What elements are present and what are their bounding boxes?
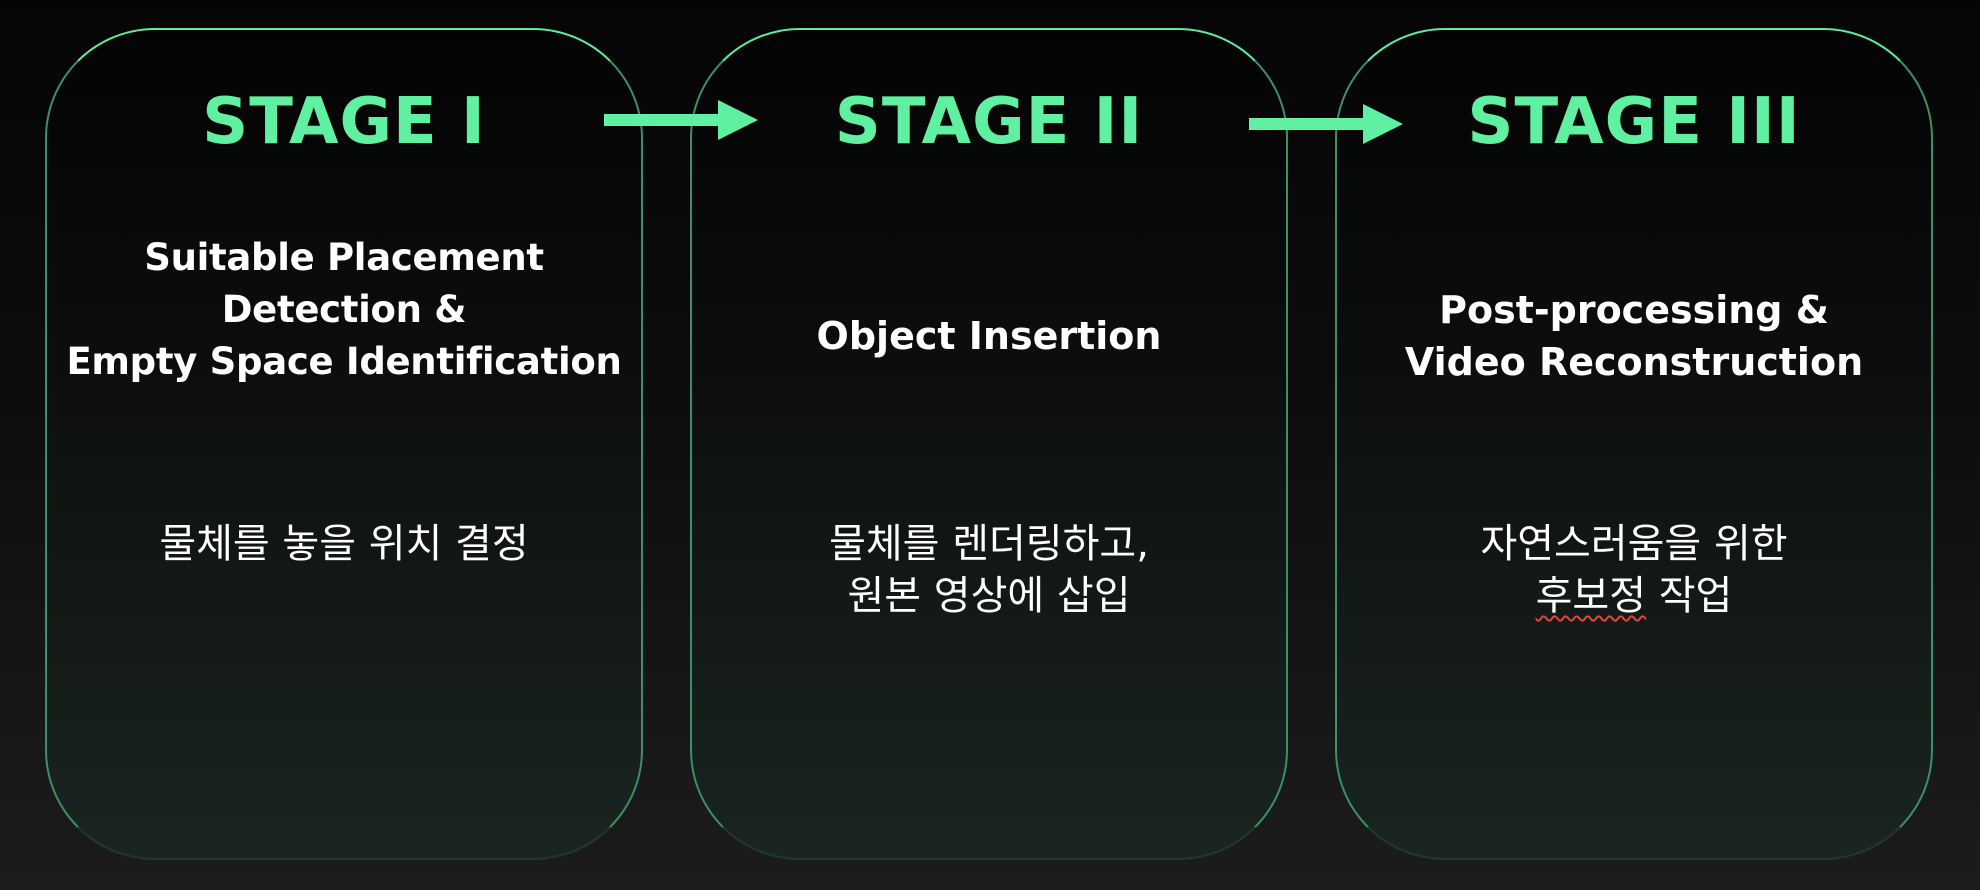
stage-2-heading-line: Object Insertion [816, 314, 1162, 358]
stage-2-heading: Object Insertion [692, 310, 1286, 362]
stage-2-title: STAGE II [834, 85, 1144, 159]
spellcheck-underlined-word[interactable]: 후보정 [1535, 573, 1647, 619]
stage-2-card: STAGE II Object Insertion 물체를 렌더링하고, 원본 … [690, 28, 1288, 860]
stage-3-desc-line: 후보정 작업 [1337, 570, 1931, 622]
stage-3-card: STAGE III Post-processing & Video Recons… [1335, 28, 1933, 860]
stage-2-desc-line: 물체를 렌더링하고, [829, 521, 1149, 567]
stage-3-title: STAGE III [1467, 85, 1801, 159]
stage-1-heading-line: Detection & [221, 288, 467, 331]
stage-1-title: STAGE I [202, 85, 486, 159]
stage-1-heading-line: Suitable Placement [144, 236, 544, 279]
stage-3-heading: Post-processing & Video Reconstruction [1337, 284, 1931, 388]
right-arrow-icon [1249, 104, 1403, 144]
stage-3-desc-line-rest: 작업 [1646, 573, 1733, 619]
stage-2-desc-line: 원본 영상에 삽입 [847, 573, 1131, 619]
stage-1-description: 물체를 놓을 위치 결정 [47, 518, 641, 570]
stage-1-card: STAGE I Suitable Placement Detection & E… [45, 28, 643, 860]
stage-1-heading: Suitable Placement Detection & Empty Spa… [47, 232, 641, 388]
stage-3-heading-line: Video Reconstruction [1404, 340, 1864, 384]
stage-1-heading-line: Empty Space Identification [66, 340, 622, 383]
stage-2-description: 물체를 렌더링하고, 원본 영상에 삽입 [692, 518, 1286, 622]
stage-3-heading-line: Post-processing & [1439, 288, 1829, 332]
right-arrow-icon [604, 100, 758, 140]
stage-3-desc-line: 자연스러움을 위한 [1480, 521, 1788, 567]
stage-1-desc-line: 물체를 놓을 위치 결정 [159, 521, 529, 567]
stage-3-description: 자연스러움을 위한 후보정 작업 [1337, 518, 1931, 622]
